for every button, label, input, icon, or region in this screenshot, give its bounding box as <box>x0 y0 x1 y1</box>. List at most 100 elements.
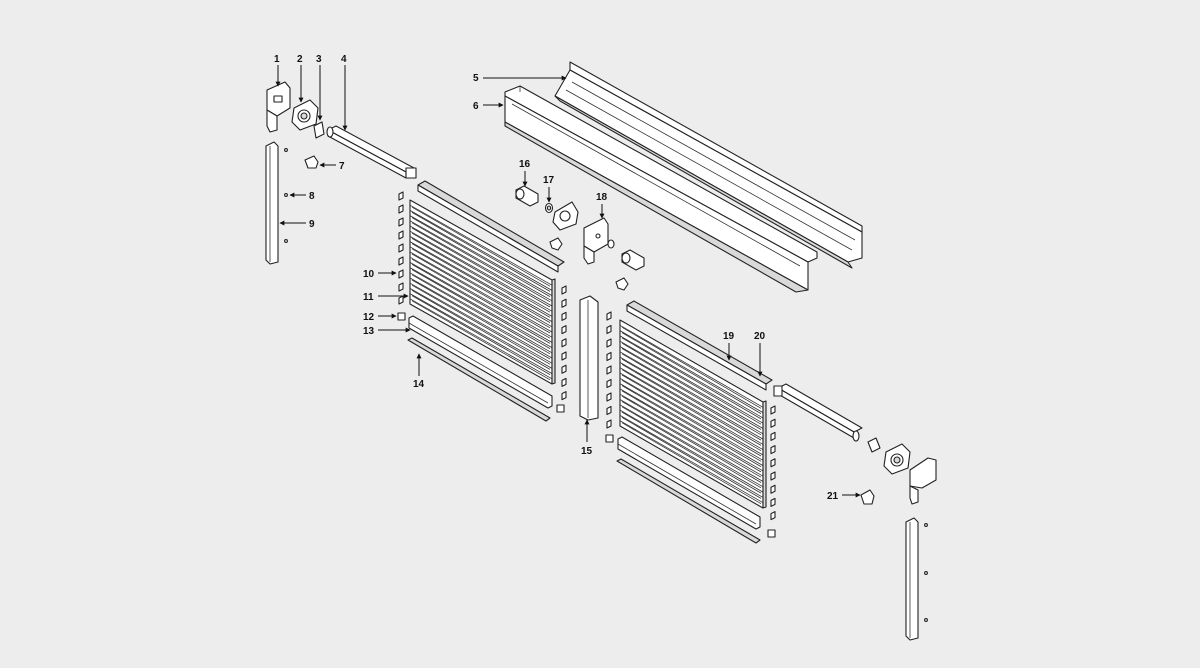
left-slat-cap <box>398 230 404 240</box>
bottom-end-cap-left <box>397 312 406 321</box>
center-left-cap <box>606 405 612 416</box>
left-curtain-slat-edge <box>411 279 551 360</box>
left-curtain-right-cap <box>561 351 567 361</box>
callout-15: 15 <box>581 419 593 457</box>
right-curtain-slat-edge <box>621 369 762 452</box>
right-curtain-slat-edge <box>621 406 762 489</box>
left-curtain-slat-edge <box>411 243 551 323</box>
left-curtain-right-cap <box>561 338 567 348</box>
center-bracket <box>583 217 609 265</box>
right-curtain-slat-edge <box>621 326 762 409</box>
left-curtain-slat-edge <box>411 295 551 375</box>
right-curtain-right-cap <box>770 405 776 415</box>
right-curtain-slat-edge <box>621 374 762 457</box>
svg-text:13: 13 <box>363 326 375 337</box>
bottom-bar-right <box>617 436 761 530</box>
callout-18: 18 <box>596 192 608 219</box>
callout-20: 20 <box>754 331 766 377</box>
left-curtain-right-cap <box>561 364 567 374</box>
center-left-cap <box>606 419 612 429</box>
right-bearing-plate <box>883 443 911 475</box>
svg-text:8: 8 <box>309 191 315 202</box>
right-curtain-edge <box>762 400 767 509</box>
callout-8: 8 <box>289 191 315 202</box>
left-curtain-slat <box>409 220 553 302</box>
right-curtain-slat-edge <box>621 348 762 430</box>
right-curtain-right-caps <box>770 405 776 521</box>
center-washer <box>544 202 554 214</box>
left-curtain-slat-edge <box>411 248 551 329</box>
center-washer-2 <box>607 239 615 249</box>
right-clip <box>867 437 881 453</box>
callout-11: 11 <box>363 292 409 303</box>
right-curtain-slat <box>619 330 764 413</box>
bottom-seal-right <box>616 458 761 544</box>
right-curtain-slat-edge <box>621 422 762 505</box>
svg-text:10: 10 <box>363 269 375 280</box>
left-curtain-slat-edge <box>411 227 551 308</box>
left-bearing-plate <box>291 99 319 131</box>
left-curtain-slat <box>409 230 553 312</box>
right-curtain-slat-edge <box>621 379 762 462</box>
center-clip <box>549 237 563 251</box>
svg-text:9: 9 <box>309 219 315 230</box>
left-curtain-slat <box>409 298 553 380</box>
right-curtain-slat-edge <box>621 411 762 494</box>
left-end-bracket <box>266 81 291 133</box>
left-curtain-right-cap <box>561 377 567 387</box>
left-slat-cap <box>398 295 404 305</box>
svg-text:7: 7 <box>339 161 345 172</box>
callout-13: 13 <box>363 326 411 337</box>
right-curtain-slat-edge <box>621 364 762 446</box>
callout-12: 12 <box>363 312 397 323</box>
right-curtain-slat <box>619 351 764 435</box>
right-curtain-slat <box>619 335 764 419</box>
right-curtain-slat <box>619 388 764 472</box>
svg-text:4: 4 <box>341 54 347 65</box>
left-curtain-slat-edge <box>411 274 551 355</box>
right-curtain-slat <box>619 383 764 466</box>
center-bearing-plate <box>552 201 579 231</box>
left-curtain-slat <box>409 272 553 354</box>
left-curtain-slat <box>409 277 553 359</box>
right-curtain-slat-edge <box>621 337 762 420</box>
right-curtain-slat-edge <box>621 358 762 441</box>
svg-text:3: 3 <box>316 54 322 65</box>
left-curtain-slat-edge <box>411 206 551 287</box>
left-roller-tube <box>326 125 417 179</box>
callout-5: 5 <box>473 73 567 84</box>
left-curtain-right-cap <box>561 391 567 401</box>
right-curtain-slat-edge <box>621 417 762 499</box>
right-curtain-slat <box>619 415 764 498</box>
center-left-cap <box>606 311 612 321</box>
left-slat-cap <box>398 217 404 227</box>
left-curtain-slat-edge <box>411 284 551 365</box>
left-curtain-top-roller <box>417 180 565 273</box>
right-end-bracket <box>909 457 937 505</box>
left-curtain-slat-edge <box>411 269 551 349</box>
callout-6: 6 <box>473 101 504 112</box>
left-curtain-slat <box>409 236 553 317</box>
callout-14: 14 <box>413 353 425 390</box>
left-curtain-slat-edge <box>411 217 551 297</box>
left-curtain-slat <box>409 241 553 322</box>
left-curtain-slat <box>409 256 553 338</box>
callout-1: 1 <box>274 54 281 87</box>
left-curtain-slat-edge <box>411 264 551 344</box>
right-curtain-right-cap <box>770 511 776 521</box>
callout-21: 21 <box>827 491 861 502</box>
svg-text:20: 20 <box>754 331 766 342</box>
left-curtain-slat <box>409 225 553 307</box>
callout-3: 3 <box>316 54 323 121</box>
callout-9: 9 <box>279 219 315 230</box>
right-roller-tube <box>773 383 863 442</box>
right-curtain-slat <box>619 420 764 504</box>
svg-text:18: 18 <box>596 192 608 203</box>
svg-text:12: 12 <box>363 312 375 323</box>
left-slat-cap <box>398 269 404 279</box>
right-curtain-slat-edge <box>621 401 762 483</box>
left-small-bracket <box>304 155 319 169</box>
callout-2: 2 <box>297 54 304 103</box>
left-curtain-slat <box>409 215 553 296</box>
